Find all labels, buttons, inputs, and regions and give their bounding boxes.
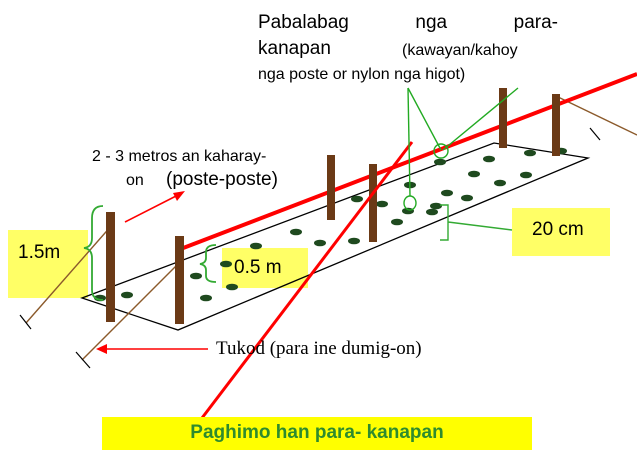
short-height-brace xyxy=(199,244,217,283)
seed-hole xyxy=(434,158,446,166)
post-mid-left xyxy=(327,155,335,220)
trellis-label-line1: Pabalabag nga para- xyxy=(258,12,558,34)
callout-line xyxy=(442,87,519,151)
seed-hole xyxy=(441,189,453,197)
seed-hole xyxy=(468,170,480,178)
spacing-label-line1: 2 - 3 metros an kaharay- xyxy=(92,148,267,165)
seed-hole xyxy=(220,260,232,268)
seed-hole xyxy=(430,202,442,210)
gap-label: 20 cm xyxy=(532,219,584,240)
seed-hole xyxy=(290,228,302,236)
height-label-highlight xyxy=(8,230,88,298)
trellis-label-word: Pabalabag xyxy=(258,12,349,33)
callout-line xyxy=(407,87,442,151)
callout-ring xyxy=(403,195,417,211)
front-prop-line xyxy=(81,261,181,361)
seed-hole xyxy=(426,208,438,216)
seed-hole xyxy=(376,200,388,208)
seed-hole xyxy=(351,195,363,203)
seed-hole xyxy=(524,149,536,157)
post-mid-right xyxy=(369,164,377,242)
seed-hole xyxy=(226,283,238,291)
title-bar xyxy=(102,417,532,450)
trellis-callout xyxy=(403,87,519,211)
trellis-label-word: para- xyxy=(513,12,558,33)
posts xyxy=(106,88,560,324)
prop-label: Tukod (para ine dumig-on) xyxy=(216,338,422,359)
title-pointer-line xyxy=(200,141,414,419)
left-prop-line xyxy=(25,224,113,324)
seed-hole xyxy=(314,239,326,247)
callout-ring xyxy=(433,143,449,159)
post-back-right xyxy=(552,94,560,156)
seed-hole xyxy=(483,155,495,163)
post-left xyxy=(106,212,115,322)
trellis-label-word: nga xyxy=(415,12,448,33)
seed-hole xyxy=(250,242,262,250)
seed-hole xyxy=(200,294,212,302)
height-brace xyxy=(83,205,104,301)
callout-line xyxy=(407,87,411,197)
spacing-label-line2b: (poste-poste) xyxy=(166,169,278,190)
seed-hole xyxy=(190,272,202,280)
top-wire xyxy=(177,72,637,252)
seed-hole xyxy=(494,179,506,187)
post-front xyxy=(175,236,184,324)
trellis-label-line2a: kanapan xyxy=(258,38,331,59)
seed-hole xyxy=(402,207,414,215)
short-height-label: 0.5 m xyxy=(234,257,282,278)
back-prop-stake xyxy=(589,127,601,141)
diagram-title: Paghimo han para- kanapan xyxy=(190,422,444,443)
trellis-label-line3: nga poste or nylon nga higot) xyxy=(258,66,466,83)
seed-hole xyxy=(121,291,133,299)
left-prop-stake xyxy=(19,314,32,330)
seed-hole xyxy=(461,194,473,202)
post-back-left xyxy=(499,88,507,148)
gap-label-highlight xyxy=(512,208,610,256)
height-label: 1.5m xyxy=(18,242,61,263)
spacing-label-line2a: on xyxy=(126,172,144,189)
back-prop-line xyxy=(555,95,637,136)
trellis-label-line2b: (kawayan/kahoy xyxy=(402,42,518,59)
gap-bracket xyxy=(440,204,513,241)
seed-hole xyxy=(391,218,403,226)
seed-hole xyxy=(348,237,360,245)
spacing-arrow xyxy=(124,191,185,223)
front-prop-stake xyxy=(75,351,91,369)
prop-arrow xyxy=(96,344,208,354)
planting-bed-outline xyxy=(80,142,591,331)
seed-hole xyxy=(520,171,532,179)
